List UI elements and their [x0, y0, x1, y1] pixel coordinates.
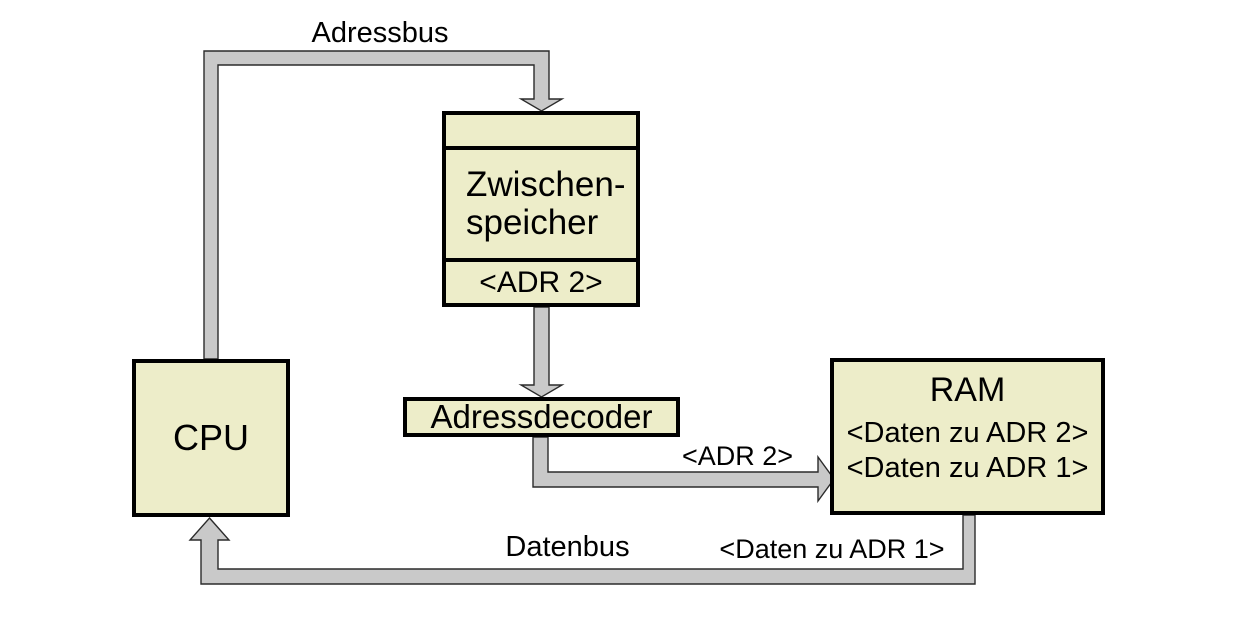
ram-label: RAM: [929, 371, 1006, 409]
adressdecoder-label: Adressdecoder: [430, 398, 653, 435]
adr2-bus-label: <ADR 2>: [681, 441, 794, 471]
cpu-label: CPU: [172, 417, 249, 458]
zwischenspeicher-label-section: Zwischen- speicher: [446, 150, 636, 262]
zwischenspeicher-address-slot: <ADR 2>: [446, 262, 636, 303]
datenbus-pipe: [188, 514, 976, 585]
datenbus-label: Datenbus: [505, 531, 630, 563]
decoder-to-ram-arrow: [532, 436, 835, 504]
buffer-to-decoder-arrow: [518, 306, 565, 398]
ram-data-row-adr1: <Daten zu ADR 1>: [846, 452, 1089, 484]
zwischenspeicher-empty-slot: [446, 115, 636, 150]
ram-data-row-adr2: <Daten zu ADR 2>: [846, 417, 1089, 449]
zwischenspeicher-box: Zwischen- speicher <ADR 2>: [442, 111, 640, 307]
zwischenspeicher-label-line1: Zwischen-: [466, 165, 626, 204]
zwischenspeicher-address-value: <ADR 2>: [479, 265, 603, 299]
adressbus-label: Adressbus: [311, 17, 449, 49]
zwischenspeicher-label-line2: speicher: [466, 203, 599, 242]
adressdecoder-box: Adressdecoder: [403, 397, 680, 437]
daten-zu-adr1-bus-label: <Daten zu ADR 1>: [719, 534, 945, 564]
ram-box: RAM <Daten zu ADR 2> <Daten zu ADR 1>: [830, 358, 1105, 515]
cpu-box: CPU: [132, 359, 290, 517]
adressbus-pipe: [203, 50, 565, 360]
